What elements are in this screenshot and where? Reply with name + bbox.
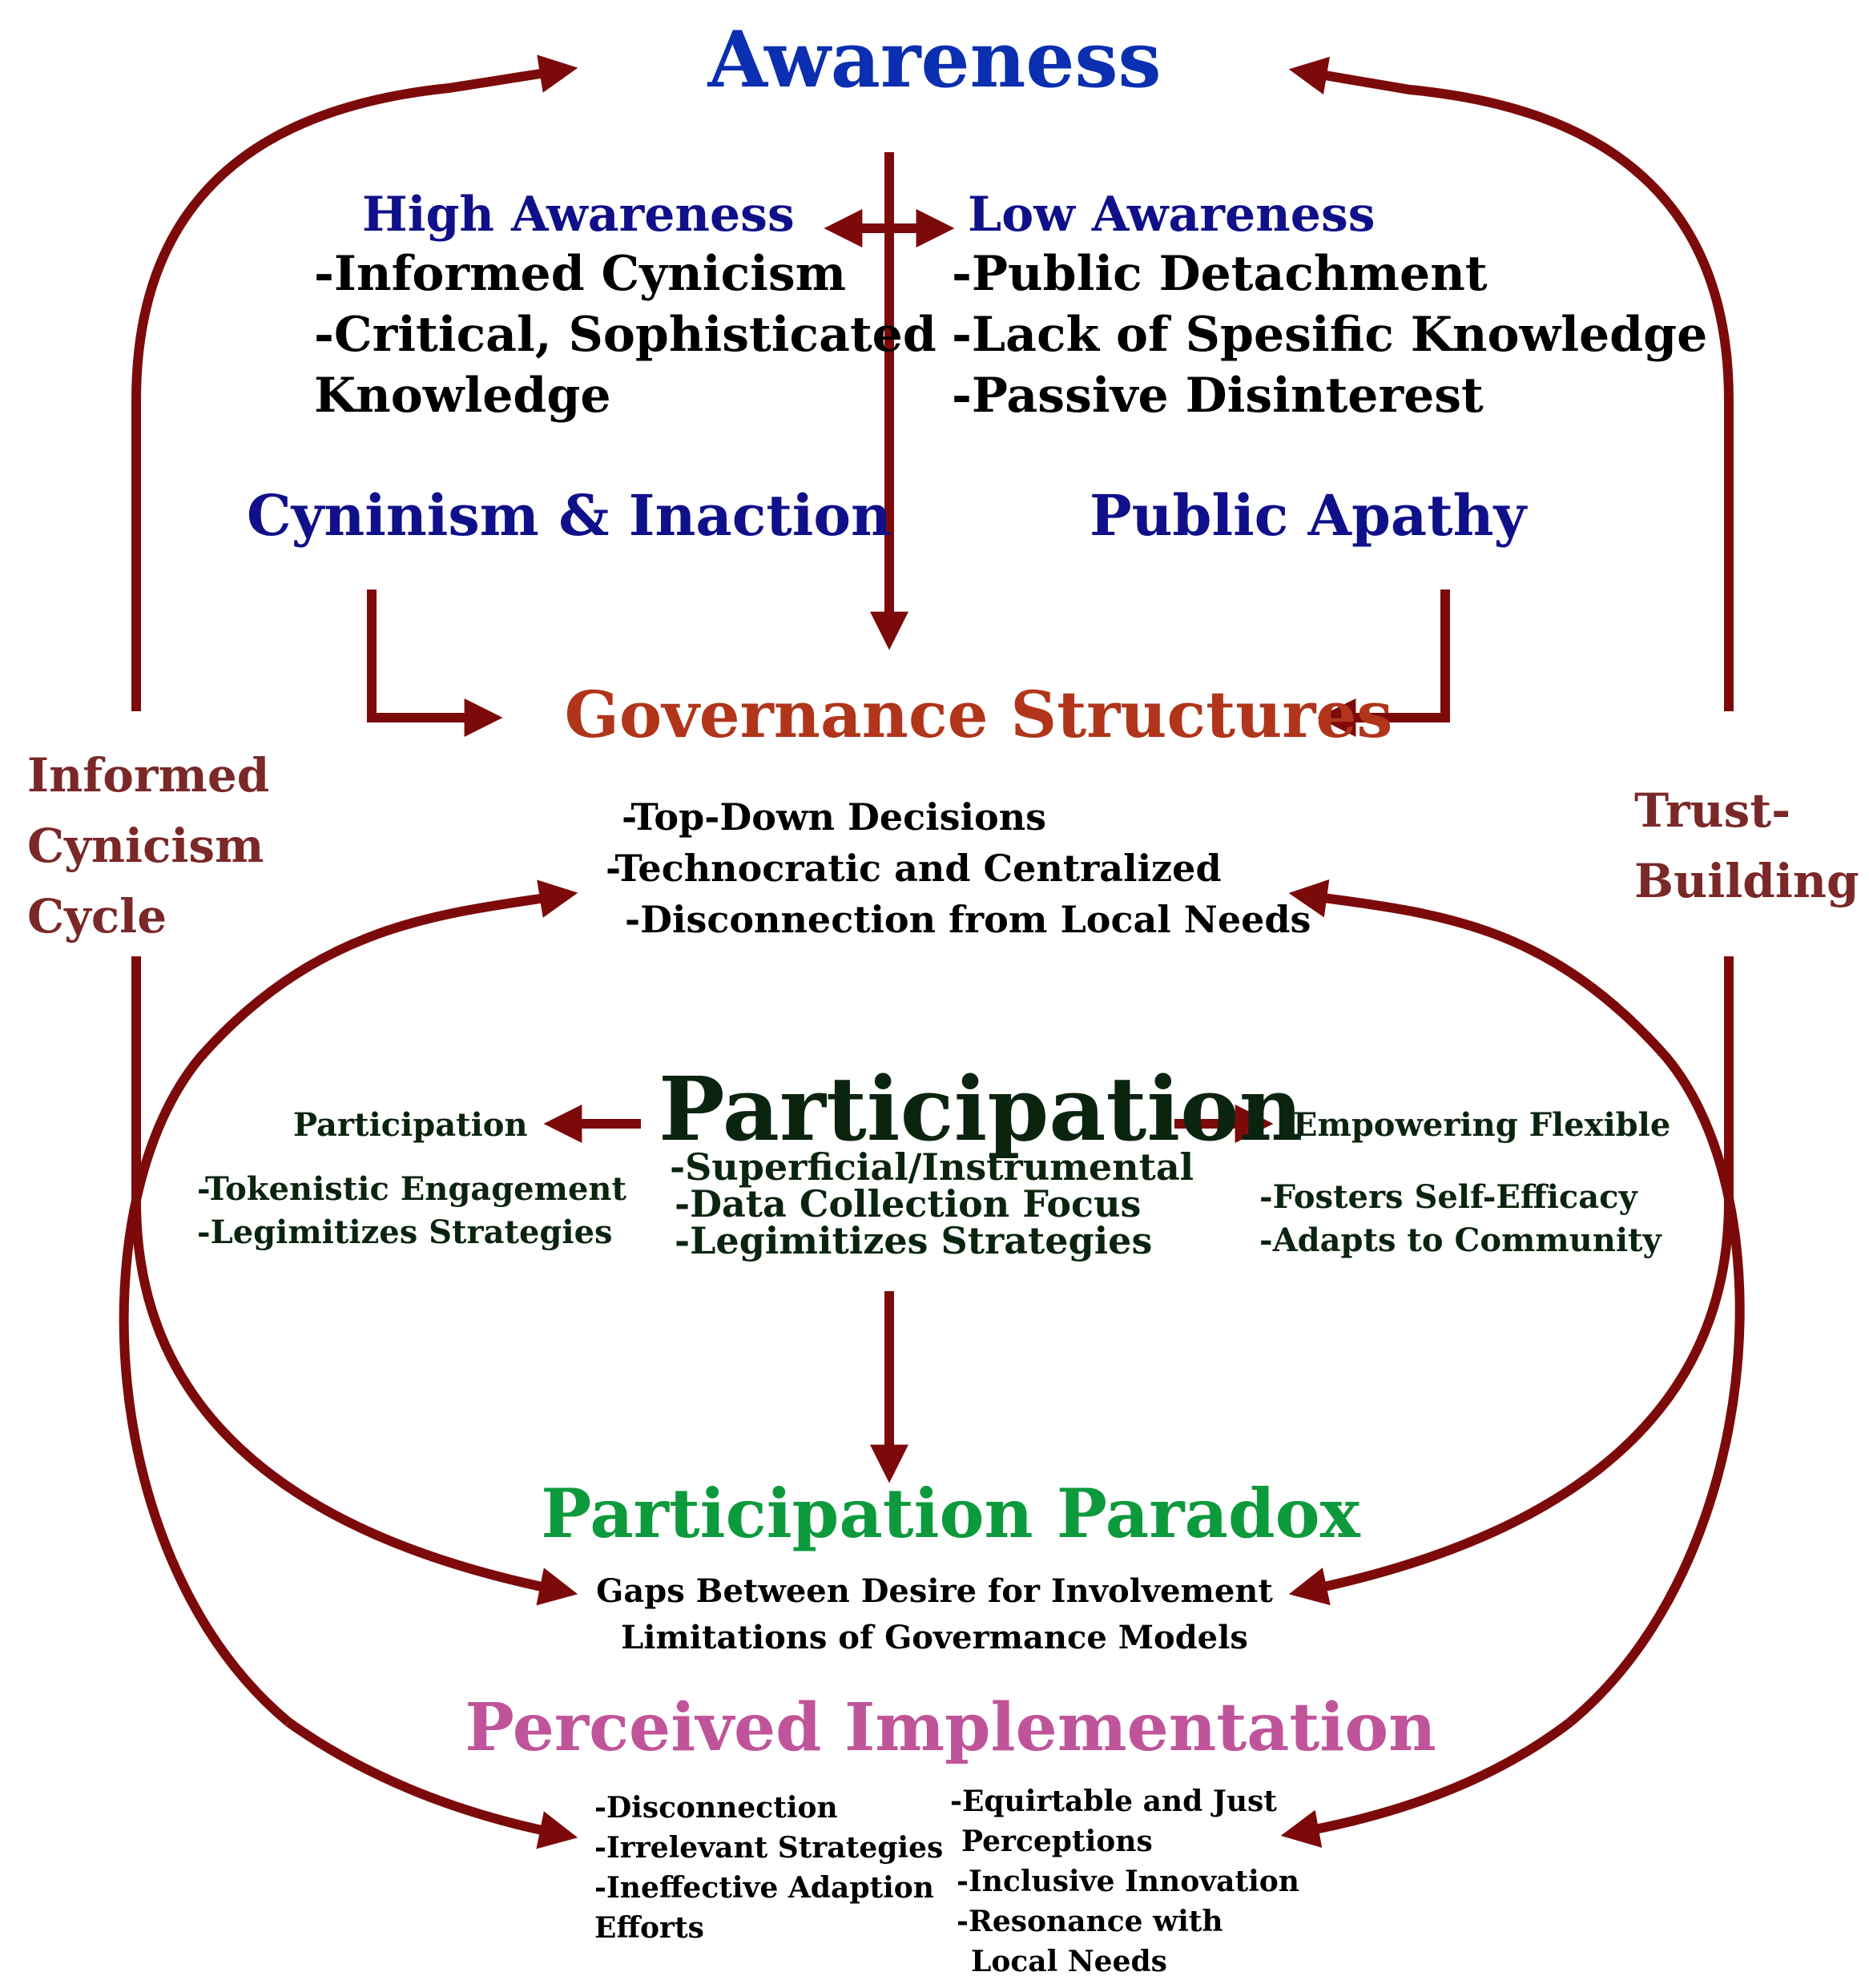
- low-awareness-heading: Low Awareness: [968, 187, 1376, 243]
- tokenistic-participation-heading: Participation: [293, 1106, 528, 1144]
- list-item: -Equirtable and Just: [950, 1785, 1277, 1818]
- list-item: -Superficial/Instrumental: [670, 1145, 1194, 1189]
- list-item: -Top-Down Decisions: [622, 795, 1047, 839]
- list-item: -Tokenistic Engagement: [197, 1170, 626, 1208]
- low-awareness-list: -Public Detachment -Lack of Spesific Kno…: [952, 243, 1707, 426]
- list-item: -Disconnection from Local Needs: [625, 898, 1311, 941]
- list-item: -Ineffective Adaption: [594, 1871, 934, 1905]
- list-item: Perceptions: [961, 1825, 1153, 1858]
- arrow-left-lower-to-implementation: [285, 1718, 578, 1849]
- arrow-left-outer-to-awareness: [131, 54, 578, 711]
- label-line: Cynicism: [27, 819, 264, 873]
- list-item: Efforts: [594, 1911, 704, 1945]
- list-item: Knowledge: [314, 368, 611, 424]
- high-awareness-heading: High Awareness: [362, 187, 795, 243]
- governance-list: -Top-Down Decisions -Technocratic and Ce…: [606, 791, 1311, 945]
- implementation-negative-list: -Disconnection -Irrelevant Strategies -I…: [594, 1788, 943, 1948]
- arrow-right-outer-to-awareness: [1288, 56, 1734, 711]
- list-item: Gaps Between Desire for Involvement: [596, 1572, 1273, 1610]
- list-item: Local Needs: [971, 1945, 1167, 1978]
- governance-title: Governance Structures: [564, 677, 1393, 752]
- empowering-participation-list: -Fosters Self-Efficacy -Adapts to Commun…: [1259, 1176, 1662, 1262]
- perceived-implementation-title: Perceived Implementation: [465, 1689, 1436, 1766]
- tokenistic-participation-list: -Tokenistic Engagement -Legimitizes Stra…: [197, 1168, 626, 1254]
- arrow-cynicism-to-governance: [367, 590, 503, 737]
- list-item: -Fosters Self-Efficacy: [1259, 1178, 1637, 1216]
- arrow-right-cycle-to-governance: [1288, 879, 1745, 1726]
- empowering-participation-heading: Empowering Flexible: [1293, 1106, 1671, 1144]
- list-item: -Inclusive Innovation: [957, 1865, 1299, 1898]
- list-item: -Public Detachment: [952, 246, 1488, 302]
- list-item: -Irrelevant Strategies: [594, 1831, 944, 1865]
- list-item: -Disconnection: [594, 1791, 838, 1825]
- public-apathy-heading: Public Apathy: [1090, 482, 1527, 549]
- list-item: Limitations of Govermance Models: [621, 1619, 1248, 1656]
- label-line: Trust-: [1634, 783, 1791, 838]
- arrow-left-cycle-to-governance: [119, 879, 578, 1726]
- list-item: -Lack of Spesific Knowledge: [952, 307, 1708, 363]
- arrow-apathy-to-governance: [1317, 590, 1450, 737]
- participation-title: Participation: [659, 1057, 1303, 1161]
- arrow-right-cycle-to-paradox: [1288, 956, 1734, 1606]
- list-item: -Passive Disinterest: [952, 368, 1484, 424]
- cynicism-inaction-heading: Cyninism & Inaction: [247, 482, 892, 549]
- high-awareness-list: -Informed Cynicism -Critical, Sophistica…: [314, 243, 937, 426]
- awareness-title: Awareness: [707, 14, 1162, 105]
- label-line: Informed: [27, 748, 270, 803]
- list-item: -Resonance with: [957, 1905, 1223, 1938]
- list-item: -Critical, Sophisticated: [314, 307, 937, 363]
- implementation-positive-list: -Equirtable and Just Perceptions -Inclus…: [950, 1781, 1299, 1982]
- arrow-left-cycle-to-paradox: [131, 956, 578, 1606]
- list-item: -Technocratic and Centralized: [606, 847, 1222, 890]
- list-item: -Informed Cynicism: [314, 246, 847, 302]
- list-item: -Legimitizes Strategies: [197, 1213, 613, 1251]
- arrow-right-lower-to-implementation: [1280, 1718, 1573, 1848]
- informed-cynicism-cycle-label: Informed Cynicism Cycle: [27, 740, 269, 952]
- list-item: -Legimitizes Strategies: [675, 1219, 1153, 1262]
- label-line: Cycle: [27, 889, 167, 944]
- participation-list: -Superficial/Instrumental -Data Collecti…: [670, 1149, 1194, 1259]
- label-line: Building: [1634, 854, 1859, 908]
- list-item: -Adapts to Community: [1259, 1221, 1662, 1259]
- list-item: -Data Collection Focus: [675, 1182, 1142, 1225]
- participation-paradox-title: Participation Paradox: [541, 1474, 1360, 1553]
- trust-building-label: Trust- Building: [1634, 775, 1859, 916]
- participation-paradox-list: Gaps Between Desire for Involvement Limi…: [0, 1568, 1869, 1661]
